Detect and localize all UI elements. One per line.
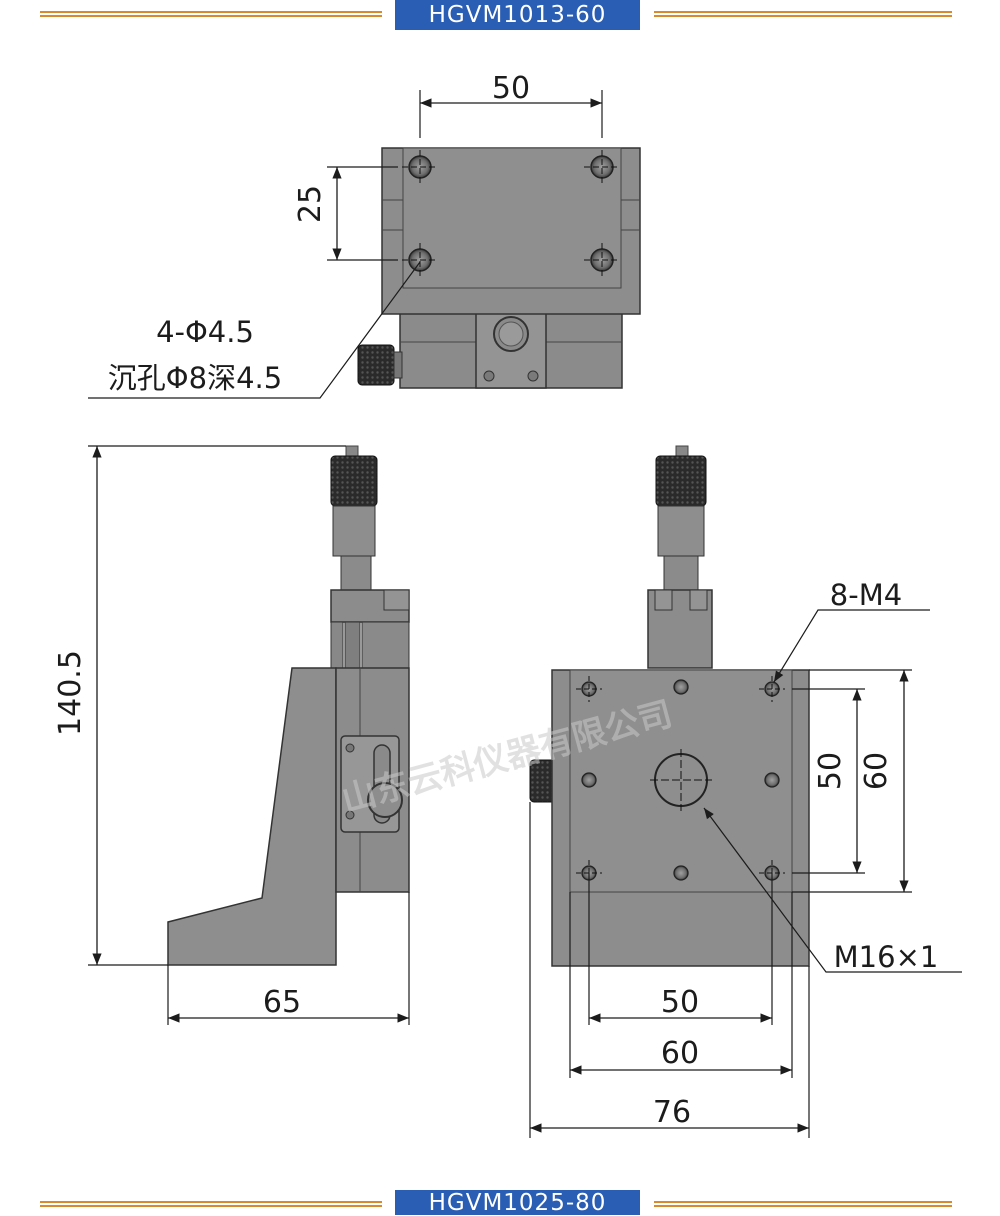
footer-model-band: HGVM1025-80	[395, 1189, 640, 1216]
top-view-knob	[357, 344, 395, 386]
front-dim-h-mid: 60	[661, 1036, 699, 1071]
header-model-band: HGVM1013-60	[395, 0, 640, 30]
front-view: 50 60 50 60 76 8-M4 M16×1	[529, 445, 962, 1138]
top-hole-label-1: 4-Φ4.5	[156, 315, 254, 349]
front-dim-v-inner: 50	[813, 752, 848, 790]
header-model-title: HGVM1013-60	[428, 2, 607, 28]
hole	[673, 865, 689, 881]
side-view: 140.5 65	[53, 445, 410, 1025]
hole	[764, 772, 780, 788]
top-dim-height: 25	[293, 185, 328, 223]
side-view-base	[167, 667, 337, 966]
front-thread-label: 8-M4	[830, 578, 902, 612]
front-dim-h-inner: 50	[661, 985, 699, 1020]
top-view-holes	[402, 150, 620, 277]
hole	[581, 772, 597, 788]
top-view: 50 25 4-Φ4.5 沉孔Φ8深4.5	[88, 71, 641, 399]
side-dim-height: 140.5	[53, 650, 88, 736]
footer-model-title: HGVM1025-80	[428, 1189, 607, 1216]
front-dim-v-outer: 60	[859, 752, 894, 790]
footer-rule-left	[40, 1201, 382, 1207]
side-dim-width: 65	[263, 985, 301, 1020]
front-view-knob	[655, 455, 707, 507]
top-hole-label-2: 沉孔Φ8深4.5	[108, 361, 282, 395]
hole	[673, 679, 689, 695]
front-center-label: M16×1	[834, 940, 939, 974]
top-dim-width: 50	[492, 71, 530, 106]
header-rule-right	[654, 11, 952, 17]
front-view-holes	[581, 679, 780, 881]
front-dim-h-outer: 76	[653, 1095, 691, 1130]
header-rule-left	[40, 11, 382, 17]
side-view-knob	[330, 455, 378, 507]
footer-rule-right	[654, 1201, 952, 1207]
